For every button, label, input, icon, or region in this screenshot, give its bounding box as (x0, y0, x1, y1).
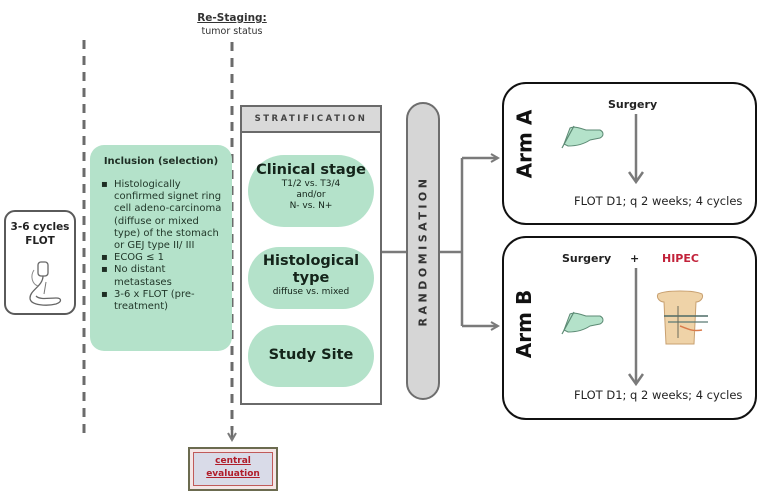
strat-factor-clinical-stage: Clinical stage T1/2 vs. T3/4 and/or N- v… (248, 155, 374, 227)
arm-a-followup: FLOT D1; q 2 weeks; 4 cycles (574, 194, 743, 208)
stratification-header: STRATIFICATION (242, 107, 380, 133)
strat-factor-detail: T1/2 vs. T3/4 (281, 179, 341, 189)
arm-b-plus: + (630, 252, 640, 265)
iv-drip-icon (29, 261, 62, 306)
arm-a-box: Arm A Surgery FLOT D1; q 2 weeks; 4 cycl… (502, 82, 757, 225)
pretreatment-title: 3-6 cycles FLOT (6, 220, 74, 248)
surgery-hand-icon (561, 311, 604, 335)
arm-b-hipec: HIPEC (662, 252, 699, 265)
inclusion-criterion: Histologically confirmed signet ring cel… (100, 179, 226, 252)
strat-factor-detail: diffuse vs. mixed (272, 287, 350, 297)
randomisation-bar: RANDOMISATION (406, 102, 440, 400)
arm-a-intervention: Surgery (608, 98, 658, 111)
arm-a-down-arrow (628, 114, 644, 185)
strat-factor-study-site: Study Site (248, 325, 374, 387)
central-evaluation-label: central evaluation (193, 452, 273, 486)
randomisation-label: RANDOMISATION (416, 175, 430, 327)
pretreatment-flot-box: 3-6 cycles FLOT (4, 210, 76, 315)
inclusion-criterion: No distant metastases (100, 264, 226, 288)
inclusion-box: Inclusion (selection) Histologically con… (90, 145, 232, 351)
surgery-hand-icon (561, 125, 604, 149)
inclusion-criteria-list: Histologically confirmed signet ring cel… (100, 179, 226, 313)
arm-b-down-arrow (628, 268, 644, 387)
strat-factor-histological-type: Histological type diffuse vs. mixed (248, 247, 374, 309)
arm-a-label: Arm A (512, 109, 537, 179)
strat-factor-detail: N- vs. N+ (289, 201, 333, 211)
hipec-abdomen-icon (657, 290, 708, 345)
restaging-subtitle: tumor status (201, 26, 263, 37)
arm-b-intervention: Surgery (562, 252, 612, 265)
inclusion-criterion: ECOG ≤ 1 (100, 252, 226, 264)
arm-b-box: Arm B Surgery + HIPEC FLOT D1; q 2 weeks… (502, 236, 757, 420)
inclusion-title: Inclusion (selection) (103, 156, 219, 167)
strat-factor-title: Study Site (268, 347, 354, 363)
arm-b-label: Arm B (512, 289, 537, 359)
strat-factor-title: Clinical stage (256, 162, 366, 178)
strat-factor-title: Histological type (262, 253, 360, 286)
stratification-box: STRATIFICATION Clinical stage T1/2 vs. T… (240, 105, 382, 405)
strat-factor-detail: and/or (296, 190, 326, 200)
central-evaluation-box: central evaluation (188, 447, 278, 491)
inclusion-criterion: 3-6 x FLOT (pre-treatment) (100, 289, 226, 313)
arm-b-followup: FLOT D1; q 2 weeks; 4 cycles (574, 388, 743, 402)
pretreatment-title-text: 3-6 cycles FLOT (10, 221, 70, 247)
restaging-title: Re-Staging: (197, 12, 267, 24)
